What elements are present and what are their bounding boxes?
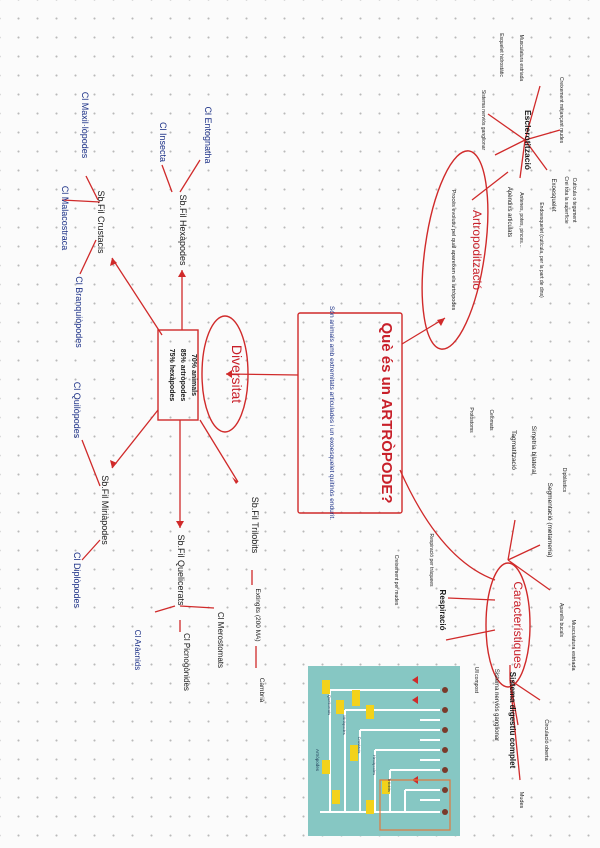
char-item-6: Sistema digestiu complet bbox=[508, 672, 517, 769]
class-maxillopoda: Cl Maxil·lòpodes bbox=[80, 92, 90, 159]
top-note-3: Sistema nerviós ganglionar bbox=[480, 90, 486, 151]
inset-label-2: Quelicerats bbox=[327, 695, 332, 715]
char-item-8: Circulació oberta bbox=[543, 719, 549, 761]
char-item-1: Simetria bilateral bbox=[530, 426, 537, 475]
inset-label-3: Miriàpodes bbox=[342, 715, 347, 735]
char-note-6: Creixement per mudes bbox=[393, 555, 399, 606]
class-arachnida: Cl Aràcnids bbox=[133, 630, 142, 670]
class-pycnogonida: Cl Picnogònides bbox=[182, 633, 191, 691]
class-insecta: Cl Insecta bbox=[158, 122, 168, 162]
class-entognatha: Cl Entognatha bbox=[203, 106, 213, 163]
exoskeleton-note-1: Crei tota la superfície bbox=[563, 176, 569, 223]
cuticle-note: Endoesquelet (cutícula, per la part de d… bbox=[538, 202, 544, 298]
char-note-3: Dipblàstics bbox=[561, 468, 567, 493]
main-title: Què és un ARTRÒPODE? bbox=[378, 322, 396, 503]
class-branchiopoda: Cl Branquiòpodes bbox=[74, 276, 84, 348]
appendages-note: Antenes, potes, pinces… bbox=[518, 192, 524, 248]
top-note-2: Creixement mitjançant mudes bbox=[558, 77, 564, 144]
char-item-9: Mudes bbox=[518, 792, 524, 809]
class-chilopoda: Cl Quilòpodes bbox=[72, 382, 82, 439]
char-note-7: Ull compost bbox=[473, 667, 479, 694]
caracteristiques-title: Característiques bbox=[511, 581, 525, 668]
appendages-label: Apèndixs articulats bbox=[506, 187, 512, 237]
trilobits-note-2: Cambrià bbox=[258, 678, 265, 703]
class-merostomata: Cl Merostomats bbox=[216, 612, 225, 668]
inset-label-1: Artròpodes bbox=[315, 749, 320, 772]
class-diplopoda: Cl Diplòpodes bbox=[72, 552, 82, 609]
artropoditzacio-title: Artropodització bbox=[470, 210, 484, 290]
char-note-4: Respiració per tràquees bbox=[428, 533, 434, 587]
inset-label-5: Hexàpodes bbox=[372, 755, 377, 775]
subphylum-crustacis: Sb.Fil Crustacis bbox=[96, 190, 106, 254]
inset-label-4: Crustacis bbox=[357, 737, 362, 754]
top-note-1: Musculatura estriada bbox=[518, 35, 524, 82]
char-note-5: Aparells bucals bbox=[558, 603, 564, 637]
esclerotitzacio-label: Esclerotització bbox=[523, 110, 533, 170]
subphylum-quelicerats: Sb.Fil Quelicerats bbox=[176, 534, 186, 606]
class-malacostraca: Cl Malacostraca bbox=[60, 186, 70, 251]
exoskeleton-label: Exoesquelet bbox=[550, 178, 556, 211]
caracteristiques-node: Característiques bbox=[485, 562, 531, 688]
exoskeleton-note-2: Cutícula o tegument bbox=[571, 178, 577, 223]
subphylum-miriapodes: Sb.Fil Miriàpodes bbox=[100, 475, 110, 545]
artropoditzacio-note: Procés evolutiu pel qual apareixen els a… bbox=[450, 190, 456, 311]
diversitat-node: Diversitat 70% animals 85% artròpodes 75… bbox=[157, 315, 249, 433]
char-note-2: Celomats bbox=[488, 409, 494, 431]
connector-lines bbox=[61, 85, 561, 781]
char-item-4: Musculatura estriada bbox=[570, 619, 576, 671]
diversitat-title: Diversitat bbox=[229, 345, 245, 403]
esclerotitzacio-node: Esclerotització bbox=[523, 110, 533, 170]
inset-label-6: Trilobits bbox=[387, 778, 392, 792]
arrowheads bbox=[110, 258, 445, 528]
stat-1: 70% animals bbox=[190, 354, 197, 396]
char-item-2: Segmentació (metameria) bbox=[546, 483, 553, 558]
main-definition: Són animals amb extremitats articulades … bbox=[328, 306, 335, 520]
phylogeny-inset: Artròpodes Quelicerats Miriàpodes Crusta… bbox=[308, 666, 460, 836]
char-item-3: Tagmatització bbox=[510, 430, 517, 470]
top-note-4: Esquelet hidrostàtic bbox=[498, 33, 504, 77]
char-note-1: Protòstoms bbox=[468, 407, 474, 433]
central-topic: Què és un ARTRÒPODE? Són animals amb ext… bbox=[297, 306, 403, 520]
subphylum-hexapods: Sb.Fil Hexàpodes bbox=[178, 194, 188, 266]
stat-3: 75% hexàpodes bbox=[168, 349, 175, 402]
stat-2: 85% artròpodes bbox=[179, 349, 186, 402]
char-item-7: Sistema nerviós ganglionar bbox=[493, 669, 499, 741]
trilobits-note: Extingits (200 MA) bbox=[254, 588, 261, 641]
subphylum-trilobits: Sb.Fil Trilobits bbox=[250, 497, 260, 554]
char-item-5: Respiració bbox=[438, 590, 447, 631]
artropoditzacio-node: Artropodització Procés evolutiu pel qual… bbox=[421, 150, 489, 350]
